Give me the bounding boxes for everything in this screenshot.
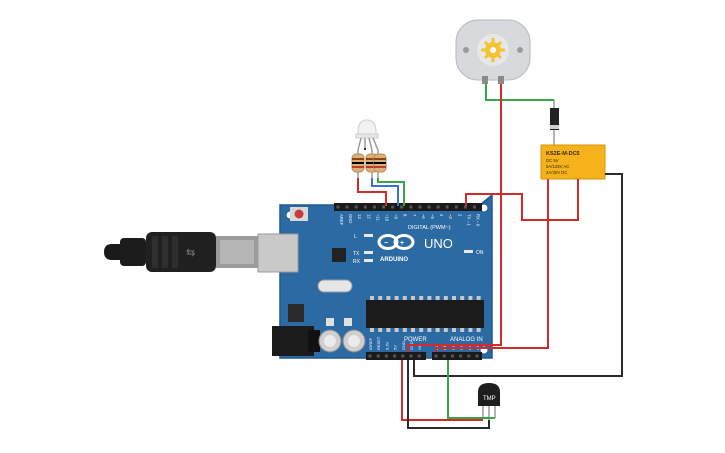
power-pin-label: 5V: [393, 345, 398, 350]
digital-pin-label: 8: [403, 214, 408, 217]
power-pin-label: GND: [401, 341, 406, 350]
usb-port: [257, 233, 299, 273]
led-on-label: ON: [476, 250, 484, 256]
power-jack: [272, 326, 314, 356]
digital-header: [334, 203, 482, 211]
temperature-sensor[interactable]: TMP: [478, 383, 500, 420]
led-rx-label: RX: [353, 259, 361, 265]
usb-cable[interactable]: ⇆: [104, 232, 258, 272]
gear-icon: [481, 38, 505, 62]
sensor-label: TMP: [483, 396, 496, 402]
diode[interactable]: [550, 100, 559, 145]
power-pin-label: 3.3V: [384, 341, 389, 350]
led-tx-label: TX: [353, 251, 360, 257]
wire-motor-diode[interactable]: [485, 84, 554, 101]
power-header-label: POWER: [404, 337, 427, 343]
power-pin-label: IOREF: [368, 337, 373, 350]
wire-sensor-signal[interactable]: [447, 360, 495, 419]
led-l-label: L: [354, 234, 357, 240]
digital-pin-label: TX→1: [466, 214, 471, 227]
arduino-board[interactable]: − + UNO ARDUINO L TX RX ON AREF GND 13 12 ~1…: [257, 193, 493, 360]
digital-pin-label: ~10: [385, 214, 390, 222]
relay-spec-1: DC 5V: [546, 158, 559, 163]
digital-pin-label: 4: [439, 214, 444, 217]
rgb-led[interactable]: [355, 119, 379, 151]
dc-motor[interactable]: [455, 19, 531, 84]
wire-sensor-power[interactable]: [401, 360, 483, 421]
digital-pin-label: 13: [357, 214, 362, 219]
microcontroller-chip: [366, 300, 484, 328]
digital-pin-label: ~6: [421, 214, 426, 219]
wire-sensor-ground[interactable]: [407, 360, 490, 429]
analog-header: [432, 352, 482, 360]
wire-relay-power[interactable]: [435, 179, 549, 352]
analog-header-label: ANALOG IN: [450, 337, 483, 343]
digital-pin-label: 12: [366, 214, 371, 219]
digital-pin-label: 2: [457, 214, 462, 217]
digital-pin-label: ~11: [375, 214, 380, 221]
digital-pin-label: RX←0: [476, 214, 481, 227]
wire-relay-signal[interactable]: [465, 179, 579, 221]
digital-pin-label: ~5: [430, 214, 435, 219]
power-pin-label: Vin: [417, 344, 422, 350]
digital-pin-label: 7: [412, 214, 417, 217]
svg-text:⇆: ⇆: [186, 247, 195, 259]
power-pin-label: RESET: [376, 336, 381, 350]
led-wires[interactable]: [357, 148, 405, 206]
resistors[interactable]: [351, 150, 387, 178]
digital-header-label: DIGITAL (PWM~): [408, 225, 451, 231]
arduino-logo: − +: [377, 234, 415, 250]
svg-text:−: −: [384, 240, 388, 247]
wire-motor-power[interactable]: [407, 84, 502, 352]
svg-text:+: +: [400, 240, 404, 247]
board-brand-label: ARDUINO: [380, 257, 408, 263]
wires[interactable]: [401, 84, 623, 429]
wire-relay-ground[interactable]: [413, 173, 623, 377]
board-model-label: UNO: [424, 236, 453, 251]
relay[interactable]: KS2E-M-DC5 DC 5V 5A/125V AC 2A/30V DC: [540, 144, 606, 180]
digital-pin-label: AREF: [339, 214, 344, 226]
digital-pin-label: ~3: [448, 214, 453, 219]
digital-pin-label: ~9: [394, 214, 399, 219]
relay-part-label: KS2E-M-DC5: [546, 151, 580, 157]
relay-spec-3: 2A/30V DC: [546, 170, 568, 175]
relay-spec-2: 5A/125V AC: [546, 164, 569, 169]
digital-pin-label: GND: [348, 214, 353, 223]
